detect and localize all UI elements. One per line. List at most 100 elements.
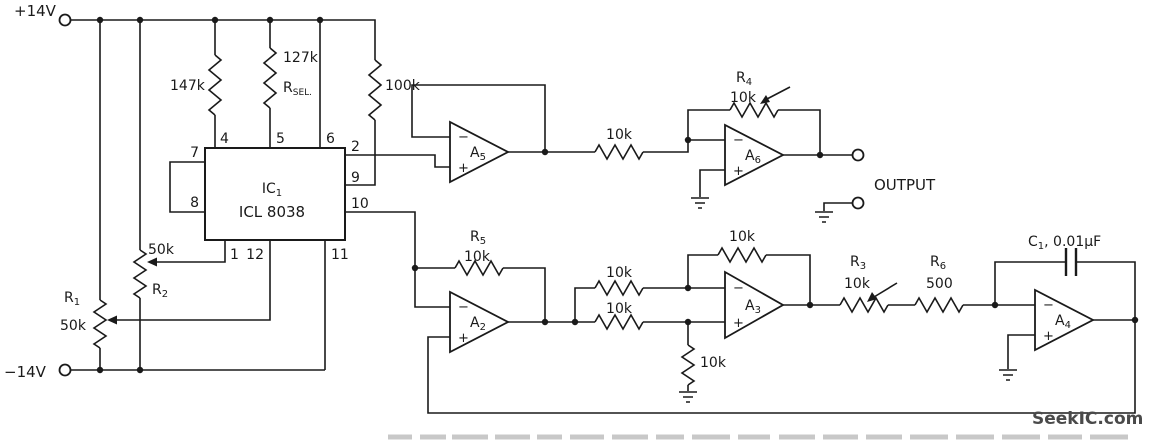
a4-plus-sign: + [1043,329,1054,344]
wire-r5-feedback-net [415,267,546,322]
wiper-arrow-r1 [107,315,117,325]
resistor-a3-feedback [717,246,767,264]
resistor-r5 [454,259,504,277]
potentiometer-r3 [839,296,889,314]
wiper-line-r4 [766,86,791,100]
wire-c1-feedback-loop [994,261,1136,320]
a5-plus-sign: + [458,161,469,176]
label-r3-name: R3 [850,254,866,272]
a2-plus-sign: + [458,331,469,346]
resistor-a3-input-bottom [594,313,644,331]
label-pin-9: 9 [351,170,360,186]
label-opamp-a6: A6 [745,148,761,166]
label-r4-value: 10k [730,90,757,106]
label-pin-1: 1 [230,247,239,263]
a6-minus-sign: − [733,133,744,148]
label-a3-input-top-10k: 10k [606,265,633,281]
terminal-vminus [58,363,72,377]
ground-symbol-a6-plus [691,197,709,209]
wiper-arrow-r3 [867,292,877,302]
capacitor-c1-plates [1064,248,1078,276]
watermark-text: SeekIC.com [1032,409,1143,429]
a5-minus-sign: − [458,130,469,145]
opamp-a3-body [724,270,785,340]
wire-pin10-to-a2 [345,211,450,308]
potentiometer-r1 [92,299,108,349]
label-r3-value: 10k [844,276,871,292]
opamp-a4-body [1034,288,1095,352]
label-pin-6: 6 [326,131,335,147]
label-r4-name: R4 [736,70,752,88]
opamp-a5-body [449,120,510,184]
label-r1-value: 50k [60,318,87,334]
wiper-arrow-r4 [760,95,770,104]
wire-ic-top-pins [214,20,321,148]
label-a3-feedback-10k: 10k [729,229,756,245]
wiper-line-r3 [873,282,898,298]
label-r5-value: 10k [464,249,491,265]
a6-plus-sign: + [733,164,744,179]
label-pin-7: 7 [190,145,199,161]
terminal-vplus [58,13,72,27]
potentiometer-r2 [132,249,148,299]
resistor-r6 [914,296,964,314]
wire-pins7-8-link [169,161,205,213]
a3-plus-sign: + [733,316,744,331]
a4-minus-sign: − [1043,298,1054,313]
label-r2-value: 50k [148,242,175,258]
label-output: OUTPUT [874,176,936,194]
wire-a2-to-a3-branches [508,287,725,323]
label-a3-ground-10k: 10k [700,355,727,371]
resistor-147k [207,54,223,116]
label-opamp-a4: A4 [1055,313,1071,331]
label-pin-4: 4 [220,131,229,147]
a3-minus-sign: − [733,281,744,296]
label-resistor-147k: 147k [170,78,206,94]
label-pin-11: 11 [331,247,349,263]
label-vplus: +14V [14,2,57,20]
wire-a4-output-bottom-loop [427,319,1136,414]
resistor-a3-input-top [594,279,644,297]
label-opamp-a3: A3 [745,298,761,316]
terminal-output-ground [851,196,865,210]
resistor-a3-ground [680,344,696,386]
a2-minus-sign: − [458,300,469,315]
label-opamp-a2: A2 [470,315,486,333]
wire-a6-plus-to-ground [699,169,725,197]
label-r6-value: 500 [926,276,953,292]
label-rsel-value: 127k [283,50,319,66]
wire-pin12-to-r1-wiper [110,240,271,321]
wire-power-rails [70,19,376,371]
label-rsel-name: RSEL. [283,80,312,98]
label-r6-name: R6 [930,254,946,272]
junction-dots [96,16,1139,374]
ic1-body [204,147,346,241]
label-pin-12: 12 [246,247,264,263]
label-pin-8: 8 [190,195,199,211]
resistor-rsel [262,47,278,109]
label-pin-10: 10 [351,196,369,212]
opamp-a2-body [449,290,510,354]
resistor-100k [367,59,383,121]
wire-left-verticals [99,20,141,370]
wire-pin2-to-a5 [345,154,450,168]
wiper-arrow-r2 [147,257,157,267]
opamp-a6-body [724,123,785,187]
wire-a4-plus-to-ground [1007,334,1035,369]
wire-output2-to-ground [823,202,853,211]
label-opamp-a5: A5 [470,145,486,163]
label-capacitor-c1: C1, 0.01µF [1028,234,1101,252]
wire-a3-feedback-net [687,254,811,305]
wire-pin1-to-r2-wiper [150,240,226,263]
label-pin-5: 5 [276,131,285,147]
resistor-series-10k [594,143,644,161]
ground-symbol-output [815,211,833,223]
label-r1-name: R1 [64,290,80,308]
label-a3-input-bottom-10k: 10k [606,301,633,317]
label-pin-2: 2 [351,139,360,155]
label-vminus: −14V [4,363,47,381]
label-r5-name: R5 [470,229,486,247]
label-ic1-name: IC1 [262,181,282,199]
